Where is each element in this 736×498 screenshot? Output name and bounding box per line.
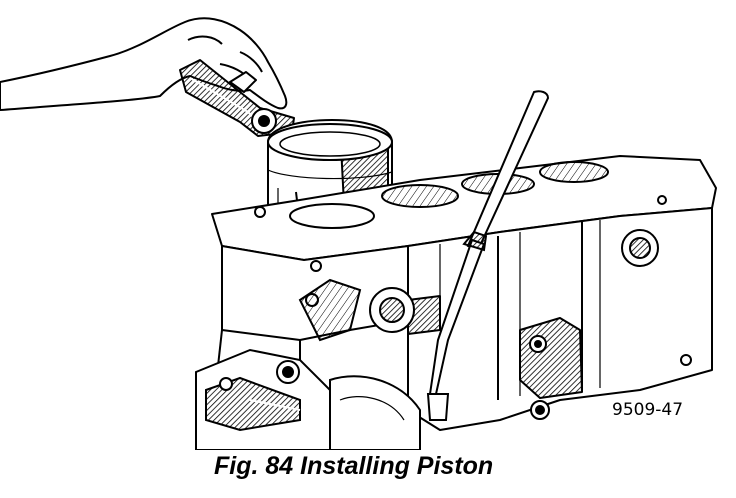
hand-drawing [0, 17, 288, 111]
piston-installation-illustration [0, 17, 717, 450]
engine-block [211, 155, 717, 450]
figure-id-label: 9509-47 [612, 400, 684, 420]
figure-caption: Fig. 84 Installing Piston [214, 452, 494, 480]
ring-compressor-handle [179, 59, 295, 137]
dipstick-tube [426, 90, 550, 421]
oil-pump-assembly [195, 278, 421, 450]
